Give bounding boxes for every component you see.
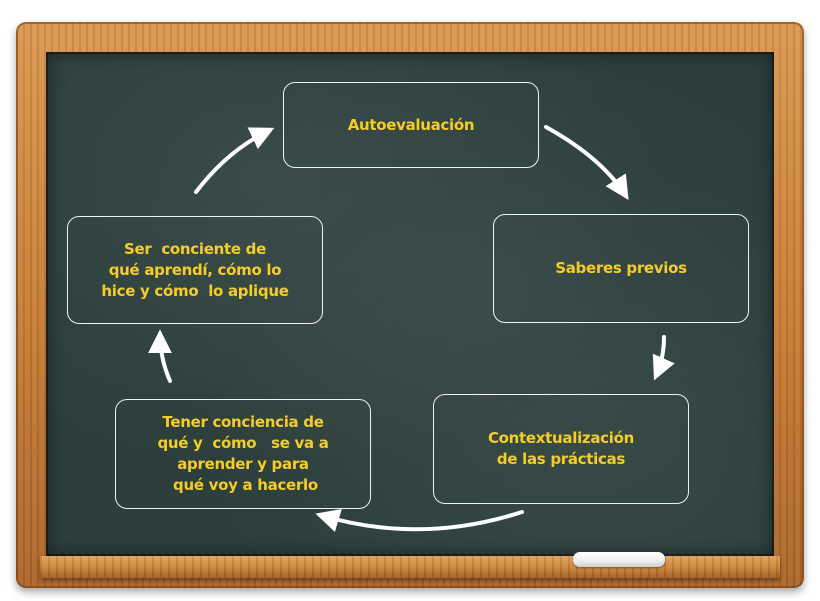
node-contextualizacion: Contextualización de las prácticas: [433, 394, 689, 504]
node-tener-conciencia: Tener conciencia de qué y cómo se va a a…: [115, 399, 371, 509]
node-saberes-previos: Saberes previos: [493, 214, 749, 323]
arrow-saberes-to-contextualizacion: [652, 335, 675, 381]
node-autoevaluacion: Autoevaluación: [283, 82, 539, 168]
node-saberes-previos-label: Saberes previos: [555, 259, 687, 277]
arrow-autoevaluacion-to-saberes: [544, 125, 629, 201]
node-ser-conciente: Ser conciente de qué aprendí, cómo lo hi…: [67, 216, 323, 324]
chalkboard-surface: [46, 52, 774, 556]
arrow-tener-to-ser: [148, 329, 173, 383]
node-autoevaluacion-label: Autoevaluación: [347, 115, 475, 134]
arrow-ser-to-autoevaluacion: [194, 127, 275, 194]
node-ser-conciente-label: Ser conciente de qué aprendí, cómo lo hi…: [101, 239, 289, 300]
arrow-contextualizacion-to-tener: [315, 509, 524, 533]
node-tener-conciencia-label: Tener conciencia de qué y cómo se va a a…: [157, 413, 329, 494]
chalk-stick: [573, 552, 665, 567]
node-contextualizacion-label: Contextualización de las prácticas: [487, 429, 635, 468]
